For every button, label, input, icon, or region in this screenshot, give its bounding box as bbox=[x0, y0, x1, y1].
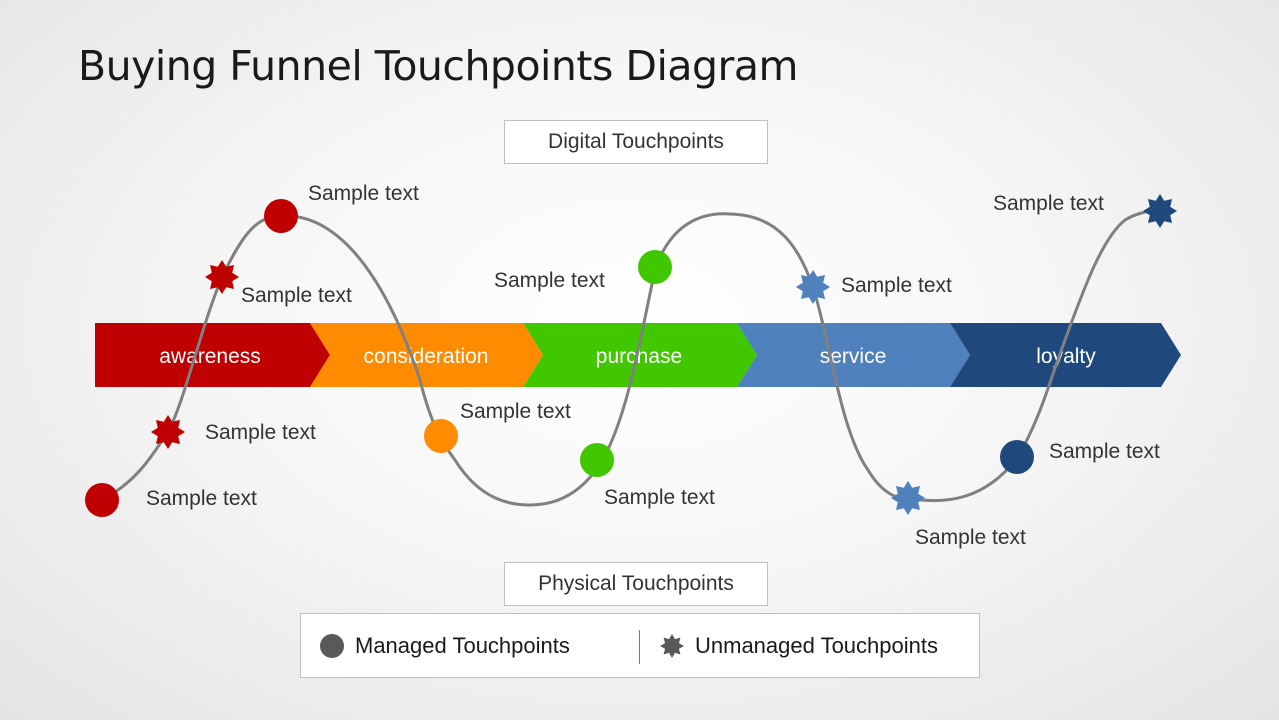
page-title: Buying Funnel Touchpoints Diagram bbox=[78, 42, 798, 90]
touchpoint-label-1: Sample text bbox=[146, 487, 257, 510]
touchpoint-label-4: Sample text bbox=[308, 182, 419, 205]
touchpoint-marker-9 bbox=[891, 481, 925, 515]
stage-awareness-label: awareness bbox=[159, 345, 261, 368]
touchpoint-label-11: Sample text bbox=[993, 192, 1104, 215]
stage-service-label: service bbox=[820, 345, 887, 368]
digital-touchpoints-label: Digital Touchpoints bbox=[504, 120, 768, 164]
legend-managed: Managed Touchpoints bbox=[319, 614, 570, 677]
legend-unmanaged: Unmanaged Touchpoints bbox=[659, 614, 938, 677]
stage-purchase: purchase bbox=[523, 323, 757, 387]
touchpoint-marker-5 bbox=[424, 419, 458, 453]
stage-loyalty-shape bbox=[950, 323, 1181, 387]
managed-circle-icon bbox=[320, 633, 344, 658]
touchpoint-marker-2 bbox=[151, 415, 185, 449]
touchpoint-label-7: Sample text bbox=[494, 269, 605, 292]
stage-loyalty: loyalty bbox=[950, 323, 1181, 387]
stage-consideration-label: consideration bbox=[364, 345, 489, 368]
stage-loyalty-label: loyalty bbox=[1036, 345, 1096, 368]
touchpoint-marker-10 bbox=[1000, 440, 1034, 474]
touchpoint-label-2: Sample text bbox=[205, 421, 316, 444]
legend: Managed Touchpoints Unmanaged Touchpoint… bbox=[300, 613, 980, 678]
touchpoint-marker-4 bbox=[264, 199, 298, 233]
stage-service-shape bbox=[737, 323, 970, 387]
touchpoint-marker-11 bbox=[1143, 194, 1177, 228]
unmanaged-star-icon bbox=[660, 633, 684, 658]
stage-purchase-label: purchase bbox=[596, 345, 682, 368]
touchpoint-label-6: Sample text bbox=[604, 486, 715, 509]
legend-divider bbox=[639, 630, 640, 664]
legend-managed-label: Managed Touchpoints bbox=[355, 632, 570, 658]
stage-purchase-shape bbox=[523, 323, 757, 387]
touchpoint-marker-6 bbox=[580, 443, 614, 477]
stage-consideration: consideration bbox=[310, 323, 543, 387]
touchpoint-label-9: Sample text bbox=[915, 526, 1026, 549]
touchpoint-label-5: Sample text bbox=[460, 400, 571, 423]
touchpoint-marker-7 bbox=[638, 250, 672, 284]
physical-touchpoints-label: Physical Touchpoints bbox=[504, 562, 768, 606]
stage-consideration-shape bbox=[310, 323, 543, 387]
touchpoint-marker-8 bbox=[796, 270, 830, 304]
touchpoint-label-10: Sample text bbox=[1049, 440, 1160, 463]
stage-service: service bbox=[737, 323, 970, 387]
legend-unmanaged-label: Unmanaged Touchpoints bbox=[695, 632, 938, 658]
touchpoint-label-8: Sample text bbox=[841, 274, 952, 297]
touchpoint-marker-1 bbox=[85, 483, 119, 517]
touchpoint-label-3: Sample text bbox=[241, 284, 352, 307]
touchpoint-marker-3 bbox=[205, 260, 239, 294]
stage-awareness: awareness bbox=[95, 323, 330, 387]
stage-awareness-shape bbox=[95, 323, 330, 387]
